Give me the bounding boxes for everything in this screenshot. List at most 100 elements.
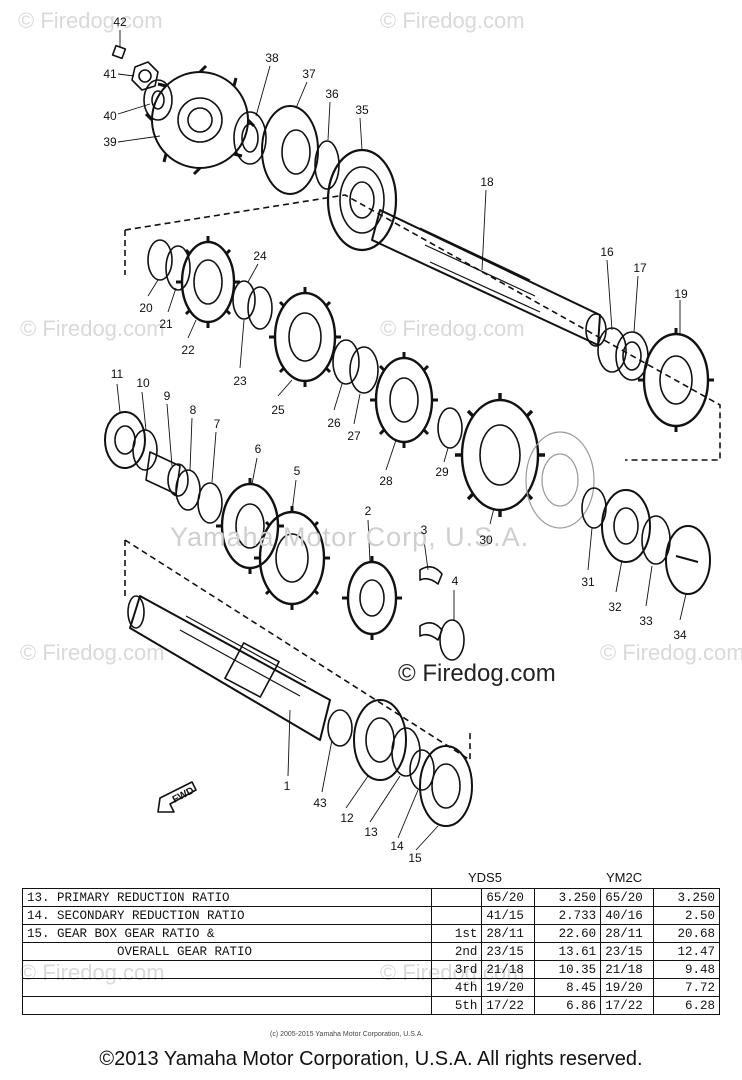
copyright-footer: ©2013 Yamaha Motor Corporation, U.S.A. A… <box>99 1048 643 1070</box>
part-callout: 20 <box>139 301 153 315</box>
gear-30-ghost <box>525 431 595 529</box>
circlip-4 <box>439 619 465 661</box>
part-callout: 4 <box>451 574 459 588</box>
part-callout: 30 <box>479 533 493 547</box>
watermark: © Firedog.com <box>380 8 525 33</box>
ym2c-teeth: 17/22 <box>600 996 654 1015</box>
circlip-14 <box>409 749 435 791</box>
oil-seal-37 <box>261 105 319 195</box>
row-description: OVERALL GEAR RATIO <box>22 942 432 961</box>
washer-27 <box>349 346 379 394</box>
watermark: © Firedog.com <box>600 640 742 665</box>
bearing-cover-34 <box>665 525 711 595</box>
part-callout: 38 <box>265 51 279 65</box>
washer-7 <box>197 482 223 524</box>
part-callout: 14 <box>390 839 404 853</box>
part-callout: 11 <box>110 367 124 381</box>
yds5-ratio: 8.45 <box>534 978 602 997</box>
ym2c-ratio: 6.28 <box>652 996 721 1015</box>
part-callout: 5 <box>293 464 301 478</box>
part-callout: 29 <box>435 465 449 479</box>
part-callout: 19 <box>674 287 688 301</box>
yds5-teeth: 65/20 <box>481 888 536 907</box>
part-callout: 16 <box>600 245 614 259</box>
bearing-11 <box>104 411 146 469</box>
washer-10 <box>132 429 158 471</box>
yds5-ratio: 3.250 <box>534 888 602 907</box>
collar-38 <box>233 111 267 165</box>
row-gear: 3rd <box>431 960 483 979</box>
row-description: 14. SECONDARY REDUCTION RATIO <box>22 906 432 925</box>
part-callout: 1 <box>283 779 291 793</box>
part-callout: 37 <box>302 67 316 81</box>
part-callout: 9 <box>163 389 171 403</box>
gear-28 <box>370 352 438 448</box>
circlip-36 <box>314 140 340 190</box>
watermark: © Firedog.com <box>380 316 525 341</box>
part-callout: 7 <box>213 417 221 431</box>
table-row: 5th 17/22 6.86 17/22 6.28 <box>22 996 721 1015</box>
part-callout: 41 <box>103 67 117 81</box>
part-callout: 25 <box>271 403 285 417</box>
ym2c-teeth: 21/18 <box>600 960 654 979</box>
row-gear <box>431 888 483 907</box>
gear-22 <box>176 236 240 328</box>
part-callout: 13 <box>364 825 378 839</box>
reduction-ratio-table: 13. PRIMARY REDUCTION RATIO 65/20 3.250 … <box>22 888 721 1015</box>
circlip-20 <box>147 239 173 281</box>
part-callout: 10 <box>136 376 150 390</box>
column-head-ym2c: YM2C <box>606 870 643 885</box>
shift-fork-clip-3 <box>419 566 443 641</box>
row-gear <box>431 906 483 925</box>
part-callout: 28 <box>379 474 393 488</box>
part-callout: 39 <box>103 135 117 149</box>
table-row: 15. GEAR BOX GEAR RATIO & 1st 28/11 22.6… <box>22 924 721 943</box>
part-callout: 22 <box>181 343 195 357</box>
sprocket-nut <box>131 61 159 91</box>
part-callout: 24 <box>253 249 267 263</box>
yds5-teeth: 17/22 <box>481 996 536 1015</box>
table-row: 3rd 21/18 10.35 21/18 9.48 <box>22 960 721 979</box>
yds5-teeth: 41/15 <box>481 906 536 925</box>
part-callout: 3 <box>420 523 428 537</box>
small-copyright: (c) 2005-2015 Yamaha Motor Corporation, … <box>270 1031 424 1038</box>
ym2c-teeth: 19/20 <box>600 978 654 997</box>
part-callout: 43 <box>313 796 327 810</box>
part-callout: 8 <box>189 403 197 417</box>
watermark: © Firedog.com <box>20 316 165 341</box>
row-description: 13. PRIMARY REDUCTION RATIO <box>22 888 432 907</box>
table-row: 13. PRIMARY REDUCTION RATIO 65/20 3.250 … <box>22 888 721 907</box>
part-callout: 27 <box>347 429 361 443</box>
ym2c-teeth: 28/11 <box>600 924 654 943</box>
ym2c-ratio: 12.47 <box>652 942 721 961</box>
row-description <box>22 996 432 1015</box>
row-gear: 1st <box>431 924 483 943</box>
gear-2 <box>342 556 402 640</box>
group-frame-upper <box>124 194 721 461</box>
circlip-26 <box>332 339 360 385</box>
bearing-12 <box>353 699 407 781</box>
part-callout: 32 <box>608 600 622 614</box>
center-watermark: Yamaha Motor Corp, U.S.A. <box>170 522 530 552</box>
washer-21 <box>165 245 191 291</box>
part-callout: 23 <box>233 374 247 388</box>
part-callout: 21 <box>159 317 173 331</box>
center-watermark-2: © Firedog.com <box>398 660 556 687</box>
row-description <box>22 978 432 997</box>
yds5-teeth: 23/15 <box>481 942 536 961</box>
row-description: 15. GEAR BOX GEAR RATIO & <box>22 924 432 943</box>
washer-29 <box>437 407 463 449</box>
main-axle-1 <box>127 595 331 741</box>
part-callout: 17 <box>633 261 647 275</box>
ym2c-ratio: 7.72 <box>652 978 721 997</box>
washer-23 <box>247 286 273 330</box>
part-callout: 42 <box>113 15 127 29</box>
bearing-35 <box>326 148 398 252</box>
oil-seal-15 <box>419 745 473 827</box>
yds5-ratio: 22.60 <box>534 924 602 943</box>
part-callout: 31 <box>581 575 595 589</box>
ym2c-teeth: 40/16 <box>600 906 654 925</box>
part-callout: 36 <box>325 87 339 101</box>
yds5-teeth: 28/11 <box>481 924 536 943</box>
yds5-ratio: 2.733 <box>534 906 602 925</box>
